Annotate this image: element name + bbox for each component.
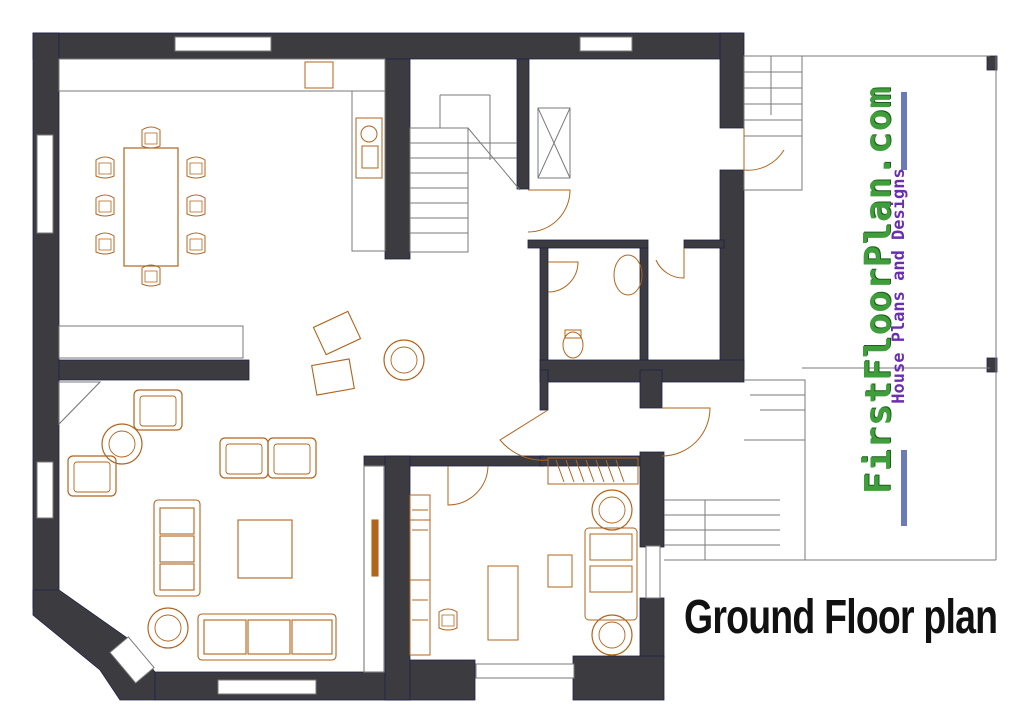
hall-furniture: [311, 310, 425, 396]
brand-accent-bar-bottom: [901, 450, 907, 526]
brand-block: FirstFloorPlan.com House Plans and Desig…: [848, 86, 912, 530]
entry-steps: [664, 55, 997, 561]
living-room: [58, 381, 385, 673]
plan-title: Ground Floor plan: [684, 591, 998, 644]
staircase: [409, 94, 521, 253]
kitchen-counter: [58, 58, 386, 359]
dining-set: [95, 126, 206, 287]
bathroom-fixtures: [537, 107, 643, 359]
doors: [447, 128, 785, 506]
study-room: [409, 457, 639, 656]
windows: [36, 36, 661, 695]
brand-tagline: House Plans and Designs: [889, 168, 909, 404]
brand-accent-bar-top: [901, 92, 907, 170]
